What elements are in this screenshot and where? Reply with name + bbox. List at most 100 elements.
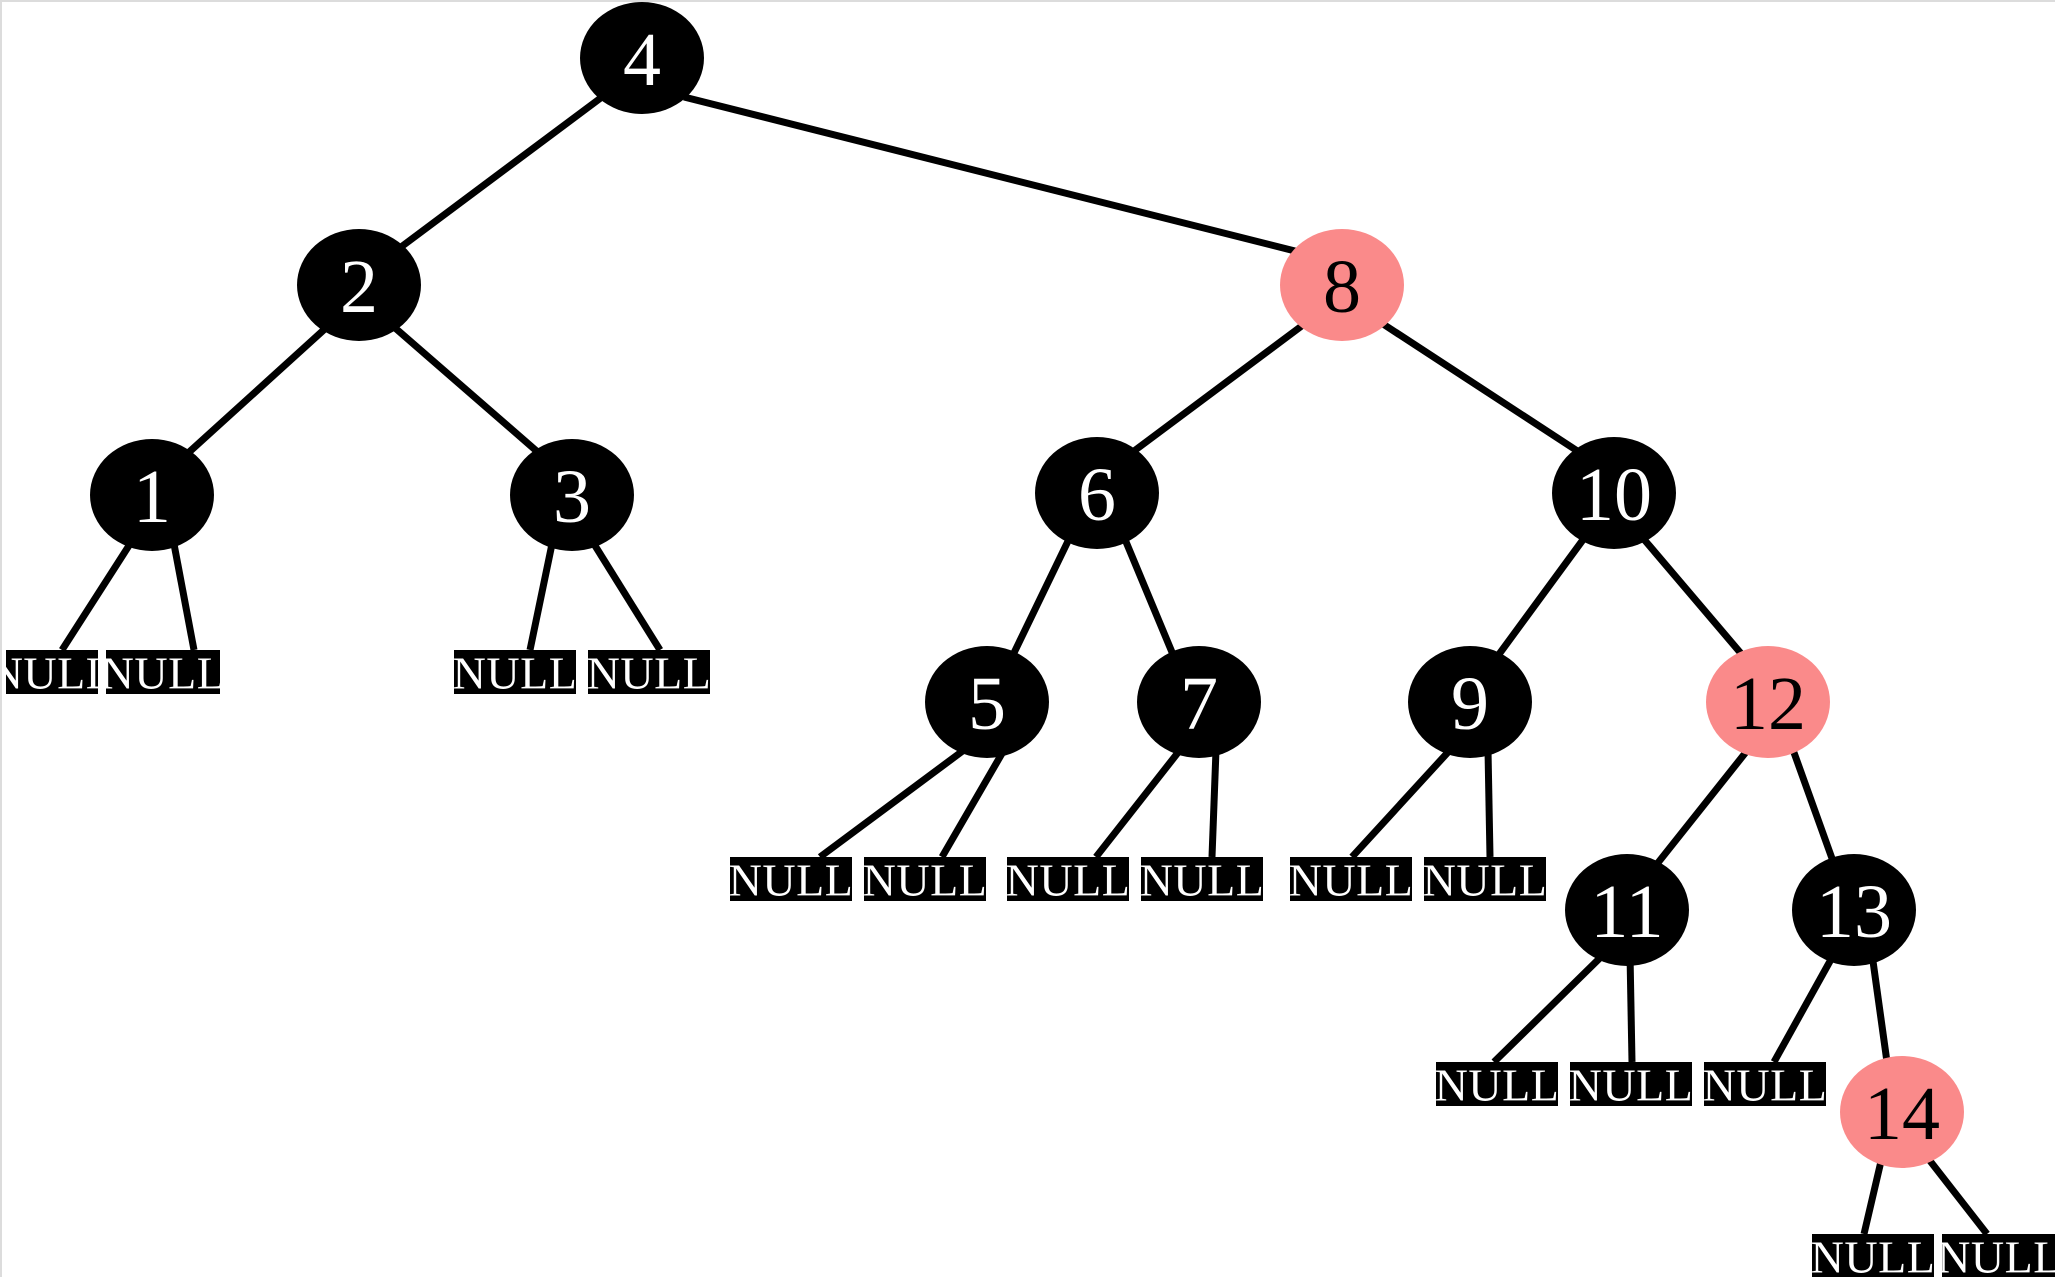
null-leaf: NULL: [1703, 1060, 1828, 1111]
node-label: 9: [1451, 662, 1489, 746]
null-leaf: NULL: [863, 855, 988, 906]
node-label: 7: [1180, 662, 1218, 746]
null-leaf-box: [1007, 857, 1129, 901]
null-leaf-label: NULL: [1140, 855, 1265, 906]
tree-edge: [1127, 319, 1310, 457]
tree-node-3: 3: [510, 439, 634, 551]
node-label: 4: [623, 18, 661, 102]
node-label: 10: [1576, 453, 1652, 537]
null-leaf-box: [1424, 857, 1546, 901]
null-leaf: NULL: [729, 855, 854, 906]
tree-edge: [683, 93, 1300, 256]
null-leaf-box: [1942, 1234, 2055, 1277]
tree-node-2: 2: [297, 229, 421, 341]
node-label: 14: [1864, 1072, 1940, 1156]
tree-edge: [817, 747, 967, 860]
null-leaf-box: [454, 650, 576, 694]
node-circle: [1137, 646, 1261, 758]
node-label: 12: [1730, 662, 1806, 746]
null-leaf-label: NULL: [1006, 855, 1131, 906]
tree-edge: [170, 543, 198, 651]
node-circle: [1792, 854, 1916, 966]
null-leaf: NULL: [1569, 1060, 1694, 1111]
null-leaf: NULL: [1423, 855, 1548, 906]
null-leaf-label: NULL: [863, 855, 988, 906]
tree-edge: [1788, 745, 1838, 866]
tree-edge: [1120, 535, 1178, 659]
node-label: 11: [1590, 870, 1663, 954]
null-leaf-label: NULL: [587, 648, 712, 699]
tree-node-1: 1: [90, 439, 214, 551]
tree-edge: [1868, 953, 1891, 1063]
null-leaf-label: NULL: [1703, 1060, 1828, 1111]
tree-node-11: 11: [1565, 854, 1689, 966]
null-leaf: NULL: [453, 648, 578, 699]
null-leaf-label: NULL: [1435, 1060, 1560, 1111]
tree-edge: [184, 324, 330, 457]
tree-edge: [1484, 749, 1494, 858]
null-leaf-label: NULL: [453, 648, 578, 699]
null-leaf-label: NULL: [729, 855, 854, 906]
null-leaf-box: [864, 857, 986, 901]
node-circle: [925, 646, 1049, 758]
tree-edge: [1349, 747, 1453, 860]
null-leaf-label: NULL: [1937, 1232, 2055, 1277]
tree-edge: [1860, 1156, 1886, 1235]
null-leaf: NULL: [1140, 855, 1265, 906]
tree-node-14: 14: [1840, 1056, 1964, 1168]
node-circle: [1280, 229, 1404, 341]
null-leaf-box: [106, 650, 220, 694]
edges-layer: [59, 93, 1990, 1237]
null-leaf-box: [1436, 1062, 1558, 1106]
tree-edge: [391, 324, 543, 457]
null-leaf-box: [588, 650, 710, 694]
tree-edge: [1924, 1154, 1990, 1237]
node-circle: [90, 439, 214, 551]
null-leaf-box: [1290, 857, 1412, 901]
tree-edge: [59, 542, 133, 652]
tree-edge: [1093, 747, 1183, 860]
null-leaf-label: NULL: [1569, 1060, 1694, 1111]
tree-edge: [1626, 953, 1636, 1063]
node-circle: [510, 439, 634, 551]
null-leaf-box: [1570, 1062, 1692, 1106]
node-circle: [1706, 646, 1830, 758]
tree-node-7: 7: [1137, 646, 1261, 758]
tree-node-9: 9: [1408, 646, 1532, 758]
null-leaf: NULL: [1937, 1232, 2055, 1277]
node-circle: [1552, 437, 1676, 549]
node-circle: [1565, 854, 1689, 966]
node-circle: [1408, 646, 1532, 758]
tree-edge: [1654, 744, 1753, 867]
tree-edge: [1639, 534, 1747, 660]
tree-node-5: 5: [925, 646, 1049, 758]
node-circle: [1840, 1056, 1964, 1168]
null-leaf: NULL: [2, 648, 114, 699]
tree-edge: [1494, 534, 1588, 660]
null-leaf-box: [730, 857, 852, 901]
tree-node-8: 8: [1280, 229, 1404, 341]
tree-node-12: 12: [1706, 646, 1830, 758]
null-leaf: NULL: [587, 648, 712, 699]
tree-node-10: 10: [1552, 437, 1676, 549]
null-leaf-box: [6, 650, 98, 694]
null-leaf-box: [1812, 1234, 1934, 1277]
null-leaf-label: NULL: [1289, 855, 1414, 906]
tree-node-4: 4: [580, 2, 704, 114]
node-circle: [580, 2, 704, 114]
null-leaf: NULL: [1811, 1232, 1936, 1277]
null-leaf: NULL: [101, 648, 225, 699]
tree-edge: [591, 542, 663, 652]
tree-edge: [394, 94, 605, 253]
null-leaf-label: NULL: [1423, 855, 1548, 906]
tree-node-13: 13: [1792, 854, 1916, 966]
tree-node-6: 6: [1035, 437, 1159, 549]
null-leaf-label: NULL: [1811, 1232, 1936, 1277]
node-circle: [297, 229, 421, 341]
node-label: 6: [1078, 453, 1116, 537]
node-label: 5: [968, 662, 1006, 746]
